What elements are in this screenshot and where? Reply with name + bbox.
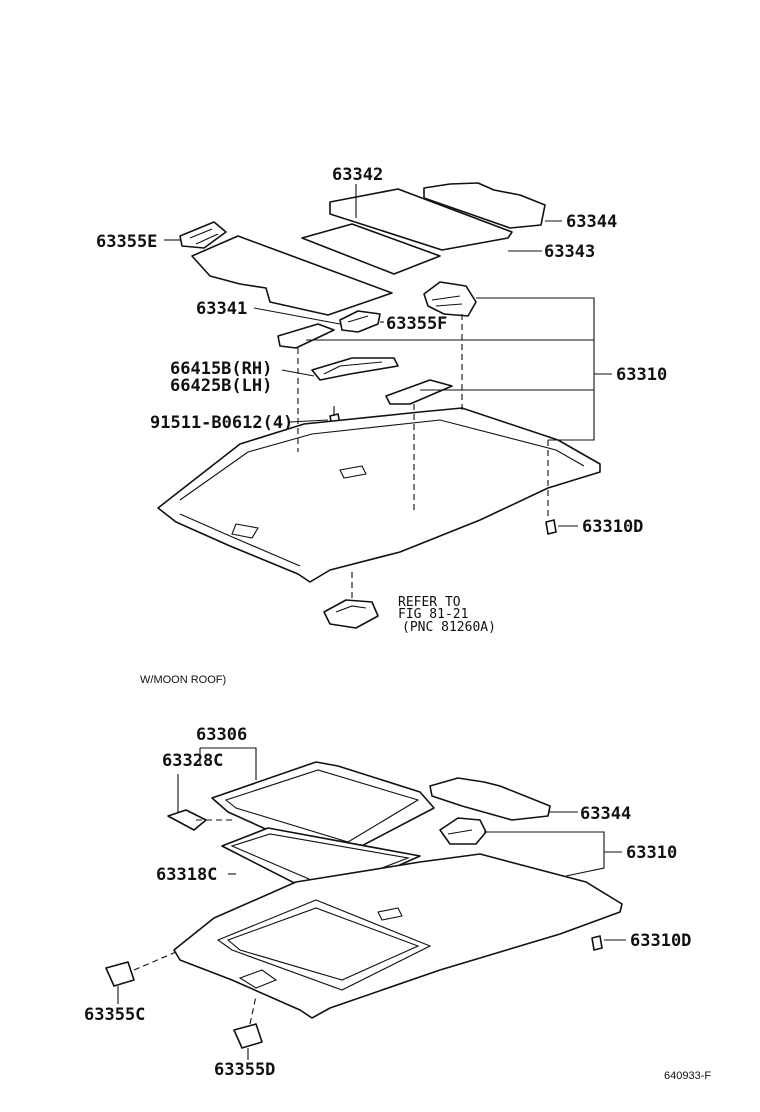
label-63343: 63343: [544, 242, 595, 262]
part-63344-pad-bottom: [429, 777, 551, 821]
label-63355E: 63355E: [96, 232, 157, 252]
part-63344-pad: [423, 182, 546, 229]
part-63310-insulator: [423, 281, 477, 317]
label-63355D: 63355D: [214, 1060, 275, 1080]
top-assembly: 63342 63344 63355E 63343 63341 63355F 66…: [96, 165, 667, 635]
label-63355F: 63355F: [386, 314, 447, 334]
label-66415B: 66415B(RH): [170, 359, 272, 379]
label-63310D-bottom: 63310D: [630, 931, 691, 951]
part-63355F-clip: [339, 310, 381, 333]
part-63343-pad: [301, 223, 441, 275]
assist-grip: [311, 357, 399, 381]
label-63310D-top: 63310D: [582, 517, 643, 537]
ref-line-3: (PNC 81260A): [402, 620, 496, 635]
part-63310D-clip-top: [545, 519, 557, 535]
part-63355D-clip: [233, 1023, 263, 1049]
label-63342: 63342: [332, 165, 383, 185]
label-63328C: 63328C: [162, 751, 223, 771]
dome-light: [323, 599, 379, 629]
sun-visor-holder-front: [277, 323, 335, 349]
section-note-moon-roof: W/MOON ROOF): [140, 674, 226, 686]
label-63310-bottom: 63310: [626, 843, 677, 863]
ref-line-1: REFER TO: [398, 595, 461, 610]
label-91511: 91511-B0612(4): [150, 413, 293, 433]
label-63310-top: 63310: [616, 365, 667, 385]
label-63355C: 63355C: [84, 1005, 145, 1025]
headliner-bottom: [173, 853, 623, 1019]
label-63318C: 63318C: [156, 865, 217, 885]
sun-visor-holder-rear: [385, 379, 453, 405]
headliner-top: [157, 407, 601, 583]
bottom-assembly: 63306 63328C 63344 63310 63318C 63310D 6…: [84, 725, 691, 1080]
label-63344-bottom: 63344: [580, 804, 631, 824]
part-63310D-clip-bottom: [591, 935, 603, 951]
label-63306: 63306: [196, 725, 247, 745]
part-63355E-clip: [179, 221, 227, 249]
figure-code: 640933-F: [664, 1070, 711, 1082]
label-63341: 63341: [196, 299, 247, 319]
label-66425B: 66425B(LH): [170, 376, 272, 396]
label-63344-top: 63344: [566, 212, 617, 232]
part-63341-pad: [191, 235, 393, 316]
part-63355C-clip: [105, 961, 135, 987]
part-63342-strip: [329, 188, 513, 251]
ref-line-2: FIG 81-21: [398, 607, 468, 622]
